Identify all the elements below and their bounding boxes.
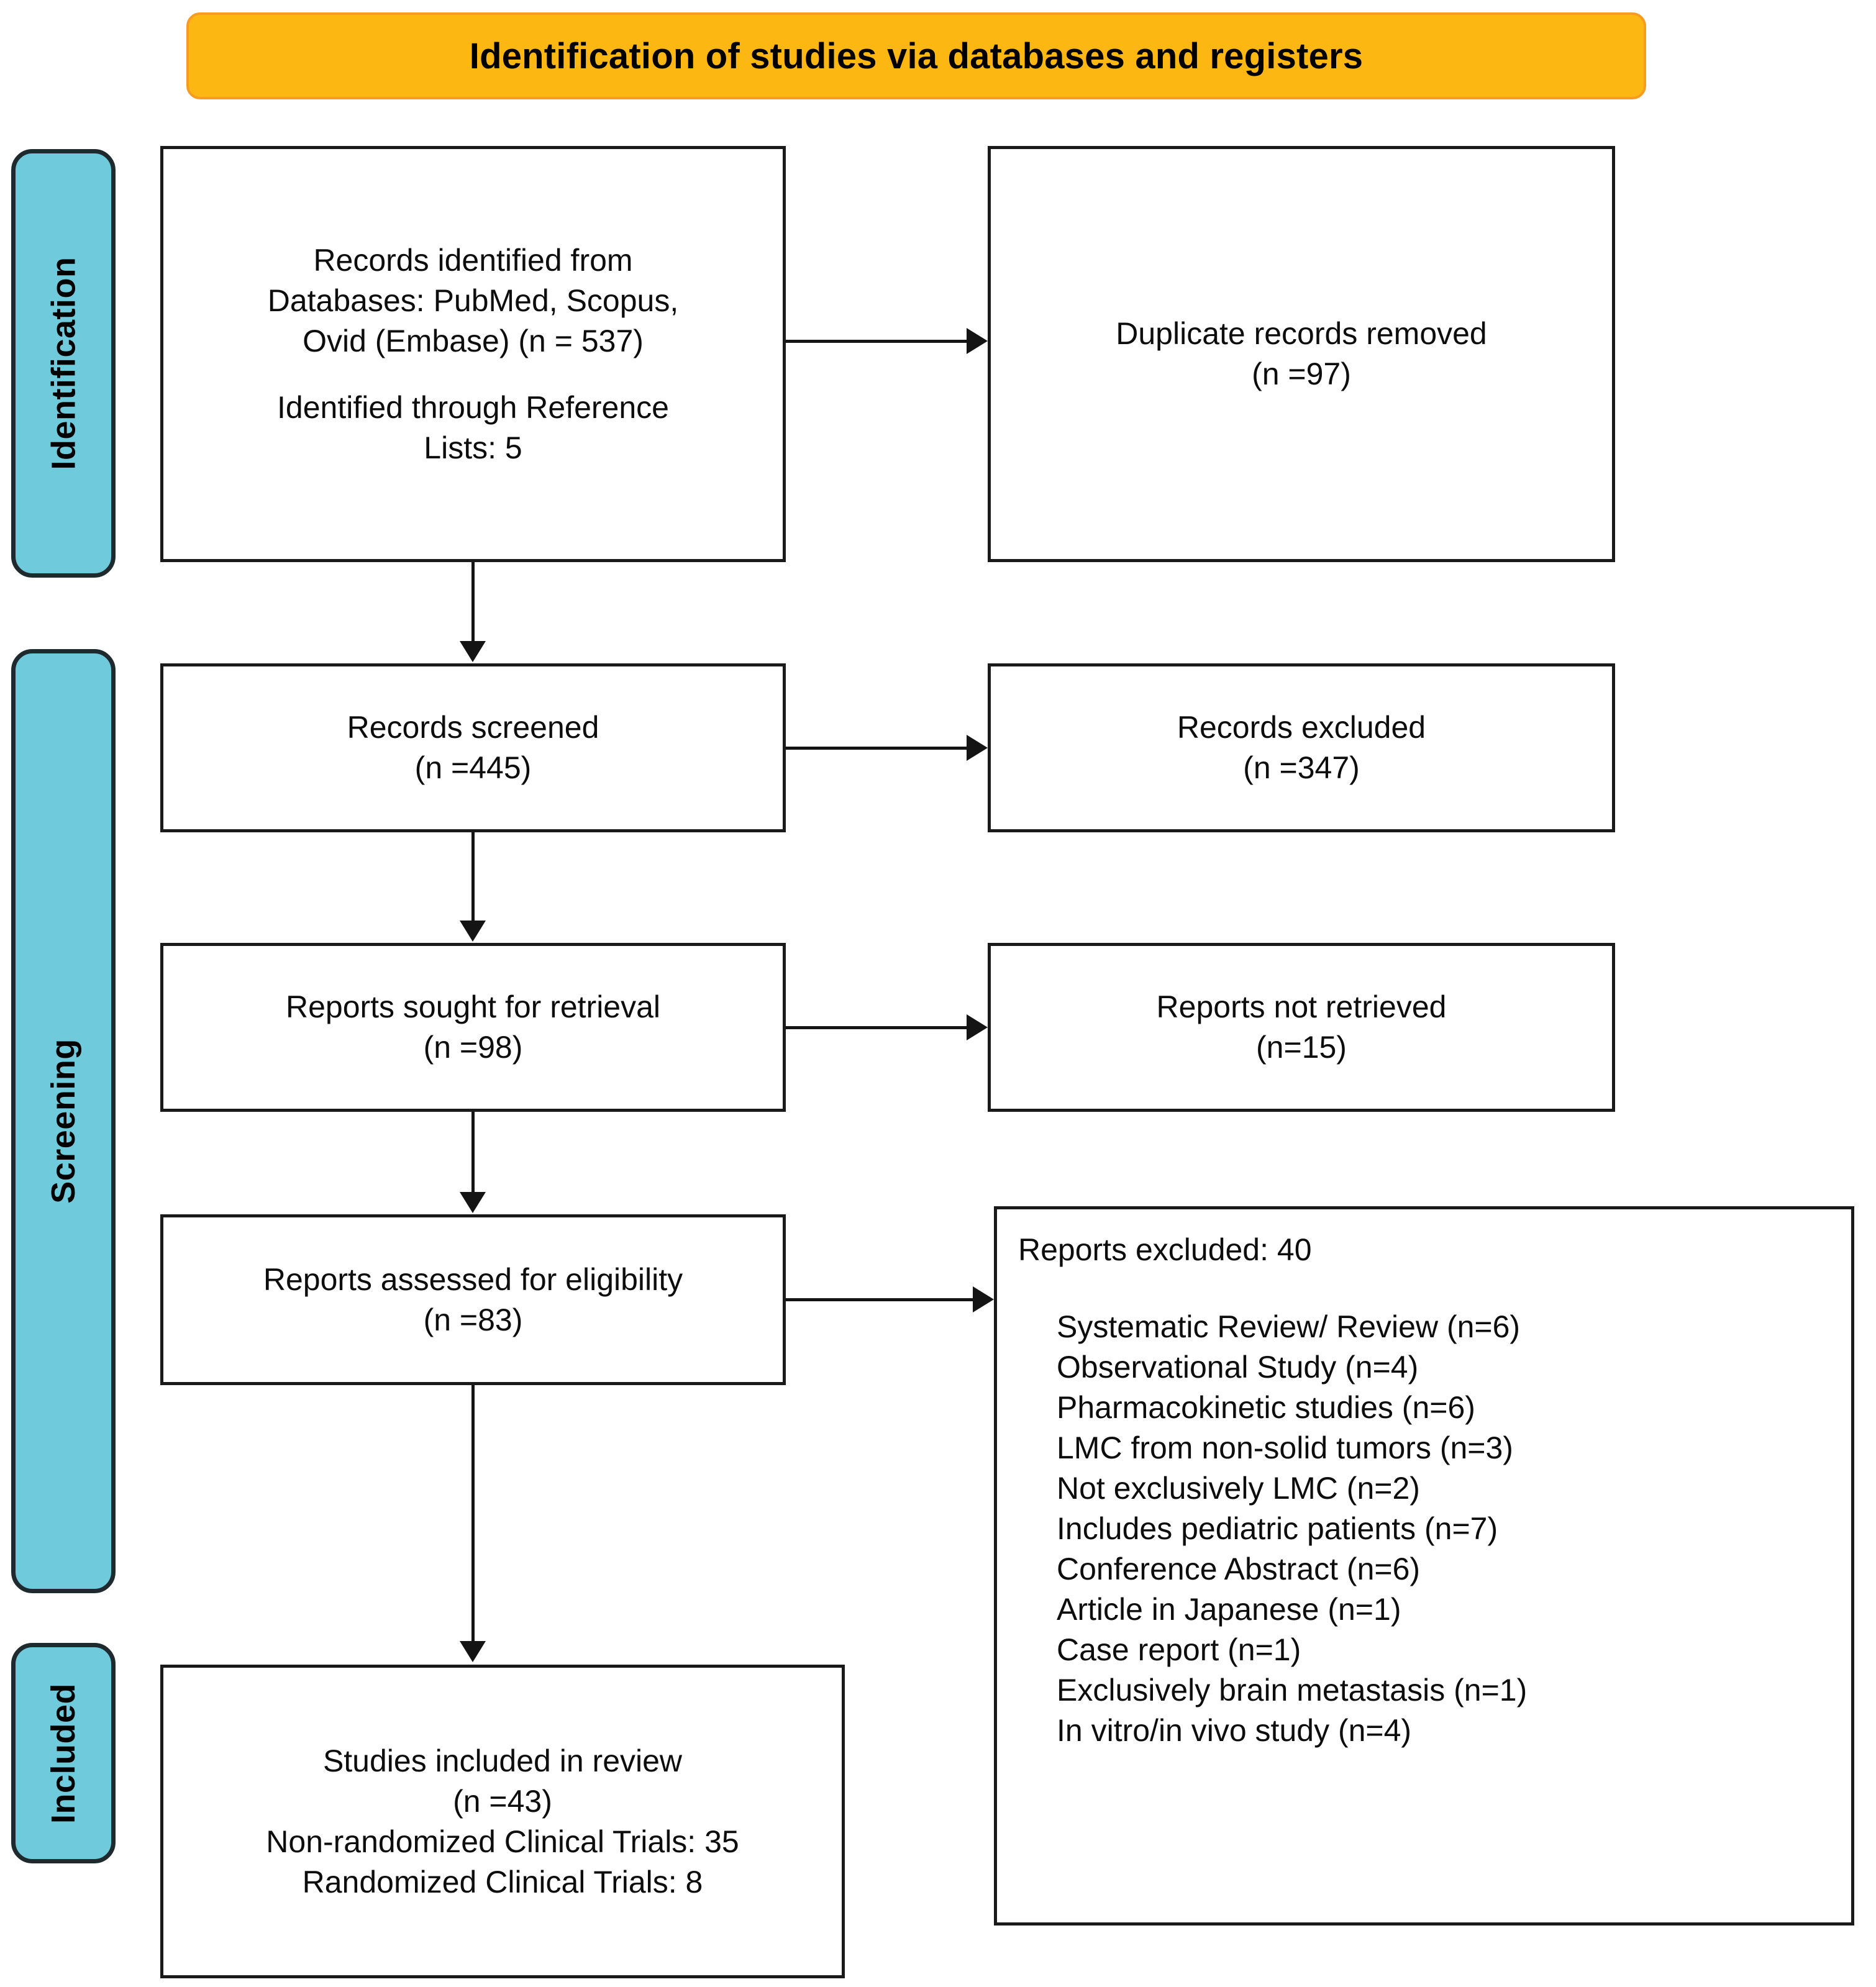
exclusion-reasons-heading: Reports excluded: 40 [1018, 1232, 1312, 1267]
list-item: Case report (n=1) [1057, 1632, 1301, 1667]
arrowhead-assessed-to-exclusion-reasons [973, 1286, 994, 1312]
connector-sought-to-assessed [471, 1112, 475, 1194]
arrowhead-screened-to-excluded [967, 735, 988, 761]
screened-line1: Records screened [347, 710, 599, 745]
list-item: Conference Abstract (n=6) [1057, 1551, 1421, 1586]
box-records-identified: Records identified from Databases: PubMe… [160, 146, 786, 562]
sought-line1: Reports sought for retrieval [285, 989, 661, 1024]
box-duplicate-records-removed-text: Duplicate records removed (n =97) [1107, 314, 1496, 394]
connector-screened-to-excluded [786, 747, 967, 750]
stage-tab-screening: Screening [11, 649, 116, 1593]
records-identified-line3: Ovid (Embase) (n = 537) [303, 323, 644, 358]
not-retrieved-line2: (n=15) [1256, 1030, 1347, 1065]
not-retrieved-line1: Reports not retrieved [1156, 989, 1447, 1024]
box-duplicate-records-removed: Duplicate records removed (n =97) [988, 146, 1615, 562]
connector-identified-to-duplicates [786, 340, 967, 343]
duplicates-line1: Duplicate records removed [1116, 316, 1487, 351]
arrowhead-assessed-to-included [460, 1641, 486, 1662]
box-records-excluded: Records excluded (n =347) [988, 663, 1615, 832]
arrowhead-sought-to-not-retrieved [967, 1014, 988, 1040]
records-identified-line5: Lists: 5 [424, 430, 522, 465]
list-item: Not exclusively LMC (n=2) [1057, 1470, 1420, 1506]
stage-tab-included: Included [11, 1643, 116, 1863]
arrowhead-identified-to-duplicates [967, 328, 988, 354]
duplicates-line2: (n =97) [1252, 357, 1351, 391]
assessed-line1: Reports assessed for eligibility [263, 1262, 683, 1297]
box-reports-not-retrieved-text: Reports not retrieved (n=15) [1148, 987, 1455, 1068]
box-reports-not-retrieved: Reports not retrieved (n=15) [988, 943, 1615, 1112]
records-excluded-line2: (n =347) [1243, 750, 1360, 785]
assessed-line2: (n =83) [423, 1302, 523, 1337]
box-reports-excluded-reasons: Reports excluded: 40 Systematic Review/ … [994, 1206, 1854, 1926]
connector-screened-to-sought [471, 832, 475, 922]
screened-line2: (n =445) [414, 750, 532, 785]
box-reports-assessed-for-eligibility: Reports assessed for eligibility (n =83) [160, 1214, 786, 1385]
list-item: Pharmacokinetic studies (n=6) [1057, 1389, 1475, 1425]
stage-label-screening: Screening [45, 1039, 82, 1204]
box-reports-sought-for-retrieval: Reports sought for retrieval (n =98) [160, 943, 786, 1112]
arrowhead-identified-to-screened [460, 641, 486, 662]
connector-sought-to-not-retrieved [786, 1026, 967, 1029]
exclusion-reasons-content: Reports excluded: 40 Systematic Review/ … [997, 1209, 1527, 1751]
box-studies-included-text: Studies included in review (n =43) Non-r… [257, 1741, 747, 1903]
records-identified-line1: Records identified from [313, 242, 633, 278]
box-records-screened-text: Records screened (n =445) [339, 707, 608, 788]
list-item: LMC from non-solid tumors (n=3) [1057, 1430, 1513, 1465]
diagram-header-banner: Identification of studies via databases … [186, 12, 1646, 99]
included-final-line2: (n =43) [453, 1783, 552, 1819]
list-item: Observational Study (n=4) [1057, 1349, 1419, 1385]
included-final-line3: Non-randomized Clinical Trials: 35 [266, 1824, 739, 1859]
records-identified-spacer [268, 361, 679, 388]
box-records-screened: Records screened (n =445) [160, 663, 786, 832]
stage-label-identification: Identification [45, 257, 82, 470]
exclusion-reasons-list: Systematic Review/ Review (n=6) Observat… [1018, 1307, 1527, 1751]
arrowhead-sought-to-assessed [460, 1192, 486, 1213]
box-records-excluded-text: Records excluded (n =347) [1168, 707, 1434, 788]
page-title: Identification of studies via databases … [469, 35, 1364, 76]
list-item: Article in Japanese (n=1) [1057, 1591, 1401, 1627]
box-studies-included-in-review: Studies included in review (n =43) Non-r… [160, 1665, 845, 1978]
records-excluded-line1: Records excluded [1177, 710, 1426, 745]
connector-assessed-to-exclusion-reasons [786, 1298, 973, 1301]
included-final-line1: Studies included in review [322, 1743, 683, 1778]
stage-label-included: Included [45, 1683, 83, 1824]
list-item: Systematic Review/ Review (n=6) [1057, 1309, 1521, 1344]
arrowhead-screened-to-sought [460, 921, 486, 942]
list-item: Exclusively brain metastasis (n=1) [1057, 1672, 1528, 1707]
box-records-identified-text: Records identified from Databases: PubMe… [259, 240, 688, 468]
records-identified-line2: Databases: PubMed, Scopus, [267, 283, 679, 318]
box-reports-assessed-text: Reports assessed for eligibility (n =83) [255, 1260, 691, 1340]
box-reports-sought-text: Reports sought for retrieval (n =98) [277, 987, 669, 1068]
sought-line2: (n =98) [423, 1030, 523, 1065]
connector-assessed-to-included [471, 1385, 475, 1643]
list-item: In vitro/in vivo study (n=4) [1057, 1712, 1412, 1748]
list-item: Includes pediatric patients (n=7) [1057, 1511, 1498, 1546]
records-identified-line4: Identified through Reference [277, 389, 669, 425]
stage-tab-identification: Identification [11, 149, 116, 578]
connector-identified-to-screened [471, 562, 475, 643]
included-final-line4: Randomized Clinical Trials: 8 [302, 1864, 703, 1899]
